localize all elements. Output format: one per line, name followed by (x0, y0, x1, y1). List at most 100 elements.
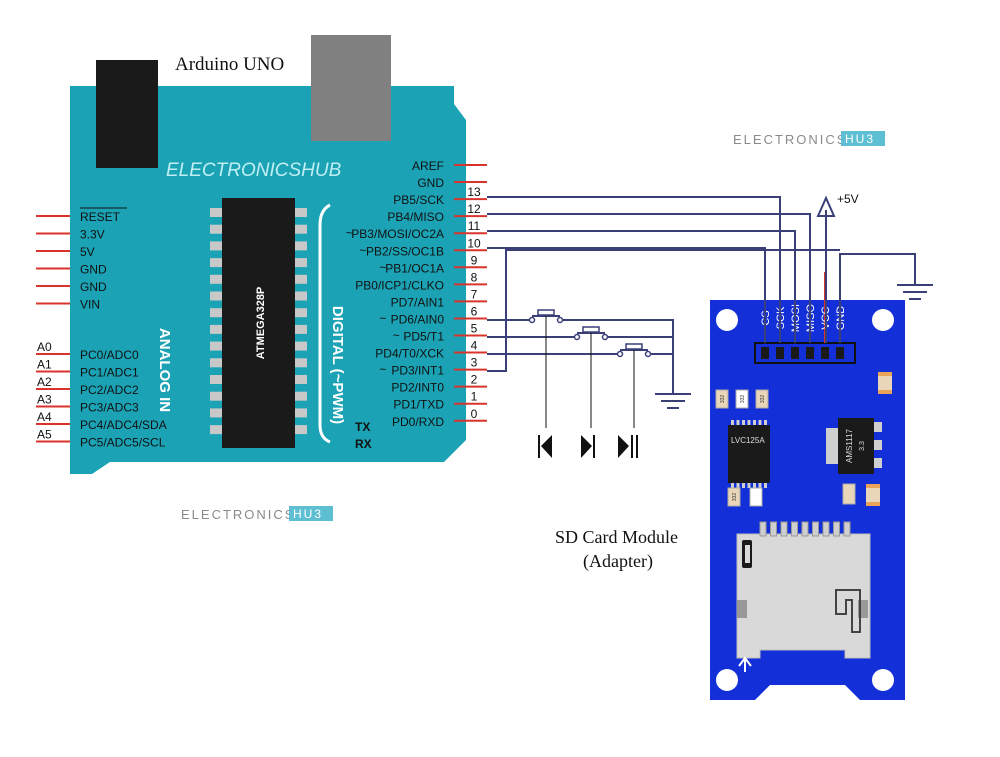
chip-leg (295, 358, 307, 368)
sd-contact (822, 521, 830, 537)
digital-pin-number: 2 (471, 373, 478, 387)
chip-leg (210, 224, 222, 234)
chip-leg (295, 341, 307, 351)
analog-pin-number: A4 (37, 410, 52, 424)
analog-pin-number: A5 (37, 428, 52, 442)
mount-hole (872, 669, 894, 691)
atmega-chip: ATMEGA328P (210, 198, 307, 448)
chip-leg (210, 258, 222, 268)
digital-pin-number: 8 (471, 270, 478, 284)
chip-leg (210, 375, 222, 384)
chip-leg (210, 274, 222, 284)
svg-text:AMS1117: AMS1117 (845, 428, 854, 462)
ic-leg (764, 420, 767, 425)
digital-pin-label: PD7/AIN1 (391, 295, 445, 309)
play-pause-icon (618, 435, 638, 458)
digital-pin-number: 11 (468, 219, 481, 233)
sd-contact (770, 521, 777, 537)
analog-in-label: ANALOG IN (156, 328, 173, 412)
svg-text:332: 332 (740, 395, 746, 404)
ic-leg (758, 420, 762, 425)
ic-leg (736, 483, 740, 488)
mount-hole (716, 309, 738, 331)
chip-leg (210, 241, 222, 251)
digital-pin-number: 1 (471, 390, 478, 404)
chip-leg (295, 241, 307, 251)
digital-pin-label: PD3/INT1 (391, 364, 444, 378)
button-icons (538, 435, 638, 458)
digital-pin-label: AREF (412, 159, 444, 173)
power-pin-label: 5V (80, 245, 95, 259)
chip-leg (295, 324, 307, 334)
electronicshub-logo-bottom: ELECTRONICS HU3 (181, 506, 333, 522)
digital-bracket (318, 203, 331, 444)
wire-sck (487, 196, 781, 343)
sd-contact (833, 521, 840, 537)
ic-leg (731, 483, 734, 488)
svg-text:ELECTRONICS: ELECTRONICS (181, 507, 295, 522)
pwm-tilde: ~ (346, 226, 353, 240)
analog-pin-label: PC2/ADC2 (80, 383, 139, 397)
chip-leg (210, 208, 222, 217)
svg-text:HU3: HU3 (293, 507, 323, 521)
pwm-tilde: ~ (359, 243, 366, 257)
insert-arrow-icon (738, 656, 752, 672)
wiring (487, 196, 916, 393)
digital-pin-number: 4 (471, 339, 478, 353)
sd-contact (843, 521, 851, 537)
sd-contact (780, 521, 788, 537)
chip-leg (210, 341, 222, 351)
digital-pin-label: GND (417, 176, 444, 190)
digital-pin-label: PD4/T0/XCK (375, 347, 444, 361)
chip-leg (295, 308, 307, 318)
digital-pin-label: PB4/MISO (387, 210, 444, 224)
push-button[interactable] (528, 309, 564, 428)
analog-pin-label: PC3/ADC3 (80, 401, 139, 415)
digital-pin-label: PB5/SCK (393, 193, 444, 207)
sd-pin-socket (776, 347, 784, 359)
pwm-tilde: ~ (379, 260, 386, 274)
push-button[interactable] (616, 343, 652, 428)
digital-pin-label: PD2/INT0 (391, 381, 444, 395)
analog-pin-label: PC1/ADC1 (80, 366, 139, 380)
chip-leg (210, 308, 222, 318)
lvc-chip-label: LVC125A (731, 436, 765, 445)
ams-regulator (838, 418, 874, 474)
pwm-tilde: ~ (379, 311, 386, 325)
chip-leg (295, 224, 307, 234)
svg-text:ELECTRONICS: ELECTRONICS (733, 132, 847, 147)
sd-module-subtitle: (Adapter) (583, 551, 653, 572)
push-button[interactable] (573, 326, 609, 428)
ic-leg (747, 420, 751, 425)
analog-pin-number: A1 (37, 358, 52, 372)
ic-leg (742, 420, 745, 425)
wire-mosi (487, 230, 796, 343)
digital-pin-number: 7 (471, 287, 478, 301)
mount-hole (716, 669, 738, 691)
chip-leg (295, 425, 307, 435)
analog-pin-number: A0 (37, 340, 52, 354)
svg-text:332: 332 (720, 395, 726, 404)
mount-hole (872, 309, 894, 331)
digital-pin-label: PD6/AIN0 (391, 312, 445, 326)
svg-text:332: 332 (760, 395, 766, 404)
sd-contact (812, 521, 819, 537)
wire-cs (487, 247, 766, 343)
next-icon (581, 435, 595, 458)
sd-card-socket (736, 533, 871, 659)
chip-leg (210, 408, 222, 418)
digital-pin-number: 12 (467, 202, 481, 216)
wire-miso (487, 213, 811, 343)
sd-pin-socket (806, 347, 814, 359)
vcc-label: +5V (837, 192, 859, 206)
digital-pin-label: PD0/RXD (392, 415, 444, 429)
digital-pin-number: 5 (471, 322, 478, 336)
prev-icon (538, 435, 552, 458)
analog-pin-label: PC4/ADC4/SDA (80, 418, 167, 432)
sd-header (754, 342, 856, 364)
power-pin-label: 3.3V (80, 228, 105, 242)
chip-leg (295, 274, 307, 284)
power-pin-label: VIN (80, 298, 100, 312)
svg-text:3.3: 3.3 (859, 441, 866, 451)
